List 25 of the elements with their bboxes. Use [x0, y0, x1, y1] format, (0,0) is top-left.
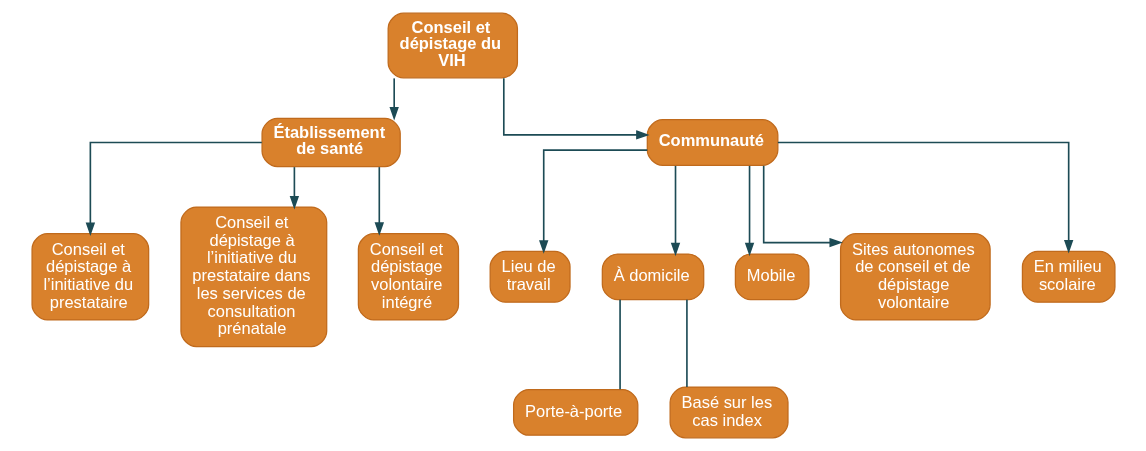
arrow	[776, 141, 1073, 254]
node-box: Porte-à-porte	[512, 388, 638, 436]
connector	[685, 299, 688, 388]
arrow	[744, 165, 754, 257]
connector	[618, 299, 621, 391]
node-box: Sites autonomes de conseil et de dépistage volontaire	[839, 233, 991, 321]
arrow	[388, 77, 399, 121]
arrow	[762, 164, 843, 248]
node-box: En milieu scolaire	[1021, 250, 1116, 303]
arrow	[85, 141, 263, 237]
node-box: Basé sur les cas index	[669, 386, 789, 439]
node-box: À domicile	[601, 253, 704, 301]
node-box: Conseil et dépistage volontaire intégré	[357, 233, 459, 321]
node-box: Conseil et dépistage à l’initiative du prestataire	[30, 233, 149, 321]
arrow	[502, 77, 650, 140]
arrow	[670, 165, 680, 257]
node-box: Communauté	[646, 119, 778, 166]
node-box: Établissement de santé	[260, 117, 401, 168]
arrow	[374, 166, 384, 236]
node-box: Conseil et dépistage du VIH	[387, 12, 518, 79]
node-box: Mobile	[734, 253, 810, 301]
arrow	[538, 149, 648, 254]
node-box: Lieu de travail	[489, 250, 571, 303]
arrow	[289, 166, 299, 210]
node-box: Conseil et dépistage à l’initiative du prestataire dans les services de consultation prénatale	[179, 206, 327, 348]
